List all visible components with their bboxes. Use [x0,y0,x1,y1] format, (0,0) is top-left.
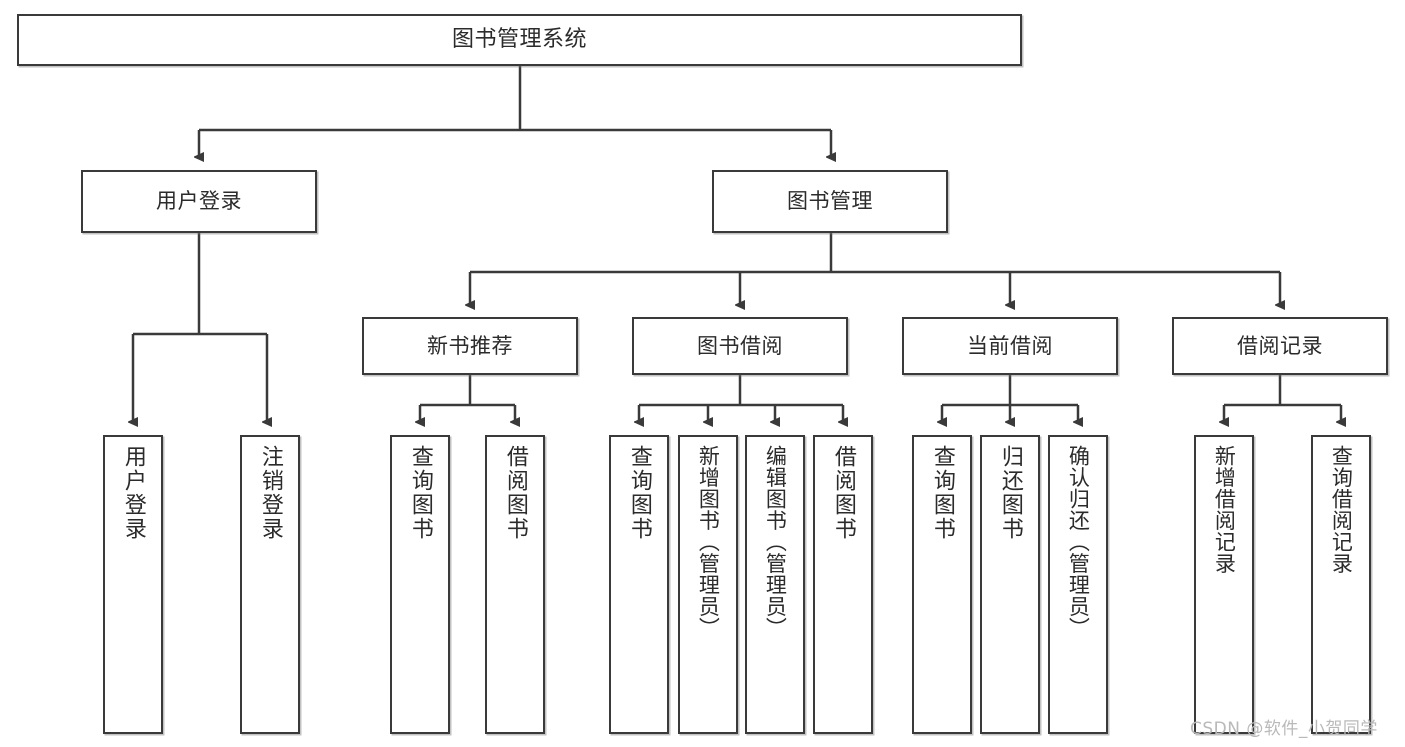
leaf-recommend-borrow-book[interactable]: 借阅图书 [485,435,545,734]
node-label: 查询图书 [407,445,433,541]
node-label: 借阅图书 [502,445,528,541]
node-label: 新书推荐 [427,333,513,358]
node-label: 图书管理 [787,189,873,214]
node-label: 编辑图书（管理员） [763,445,788,639]
leaf-current-return-book[interactable]: 归还图书 [980,435,1040,734]
node-label: 用户登录 [120,445,146,541]
node-label: 当前借阅 [967,333,1053,358]
node-label: 图书借阅 [697,333,783,358]
node-label: 借阅图书 [830,445,856,541]
node-new-book-recommend[interactable]: 新书推荐 [362,317,578,375]
node-current-borrow[interactable]: 当前借阅 [902,317,1118,375]
leaf-borrow-borrow-book[interactable]: 借阅图书 [813,435,873,734]
node-label: 新增借阅记录 [1212,445,1237,574]
node-label: 查询图书 [626,445,652,541]
node-label: 查询借阅记录 [1329,445,1354,574]
leaf-user-logout[interactable]: 注销登录 [240,435,300,734]
leaf-borrow-query-book[interactable]: 查询图书 [609,435,669,734]
node-label: 新增图书（管理员） [696,445,721,639]
leaf-record-add-borrow-record[interactable]: 新增借阅记录 [1194,435,1254,734]
node-label: 查询图书 [929,445,955,541]
node-label: 图书管理系统 [451,27,587,53]
csdn-watermark: CSDN @软件_小贺同学 [1190,719,1378,739]
node-label: 借阅记录 [1237,333,1323,358]
leaf-recommend-query-book[interactable]: 查询图书 [390,435,450,734]
leaf-borrow-edit-book-admin[interactable]: 编辑图书（管理员） [745,435,805,734]
node-label: 注销登录 [257,445,283,541]
node-label: 确认归还（管理员） [1066,445,1091,639]
node-label: 归还图书 [997,445,1023,541]
leaf-current-confirm-return-admin[interactable]: 确认归还（管理员） [1048,435,1108,734]
node-label: 用户登录 [156,189,242,214]
node-book-borrow[interactable]: 图书借阅 [632,317,848,375]
node-user-login[interactable]: 用户登录 [81,170,317,233]
leaf-current-query-book[interactable]: 查询图书 [912,435,972,734]
node-book-management[interactable]: 图书管理 [712,170,948,233]
node-borrow-record[interactable]: 借阅记录 [1172,317,1388,375]
leaf-borrow-add-book-admin[interactable]: 新增图书（管理员） [678,435,738,734]
node-root-book-management-system[interactable]: 图书管理系统 [17,14,1022,66]
leaf-record-query-borrow-record[interactable]: 查询借阅记录 [1311,435,1371,734]
leaf-user-login[interactable]: 用户登录 [103,435,163,734]
